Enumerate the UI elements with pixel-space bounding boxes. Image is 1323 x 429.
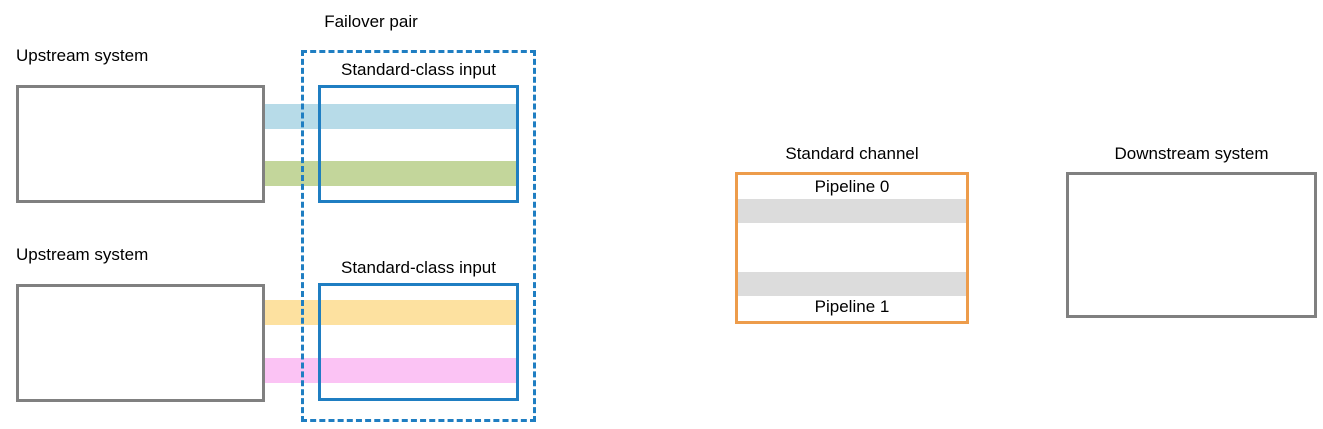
flow-blue-band [265,104,519,129]
standard-class-input-top-box[interactable] [318,85,519,203]
flow-pink-band [265,358,519,383]
upstream-system-top-label: Upstream system [16,46,149,65]
upstream-system-bottom-label: Upstream system [16,245,149,264]
upstream-system-top-box[interactable] [16,85,265,203]
failover-pair-label: Failover pair [324,12,418,31]
standard-channel-box[interactable]: Pipeline 0 Pipeline 1 [735,172,969,324]
failover-pair-group[interactable] [301,50,536,422]
flow-yellow-band [265,300,519,325]
pipeline-1-label: Pipeline 1 [814,297,890,316]
channel-band-0 [738,199,966,223]
standard-class-input-bottom-box[interactable] [318,283,519,401]
downstream-system-box[interactable] [1066,172,1317,318]
standard-class-input-bottom-label: Standard-class input [341,258,496,277]
standard-channel-label: Standard channel [785,144,919,163]
upstream-system-bottom-box[interactable] [16,284,265,402]
channel-band-1 [738,272,966,296]
downstream-system-label: Downstream system [1114,144,1269,163]
pipeline-0-label: Pipeline 0 [814,177,890,196]
standard-class-input-top-label: Standard-class input [341,60,496,79]
flow-green-band [265,161,519,186]
